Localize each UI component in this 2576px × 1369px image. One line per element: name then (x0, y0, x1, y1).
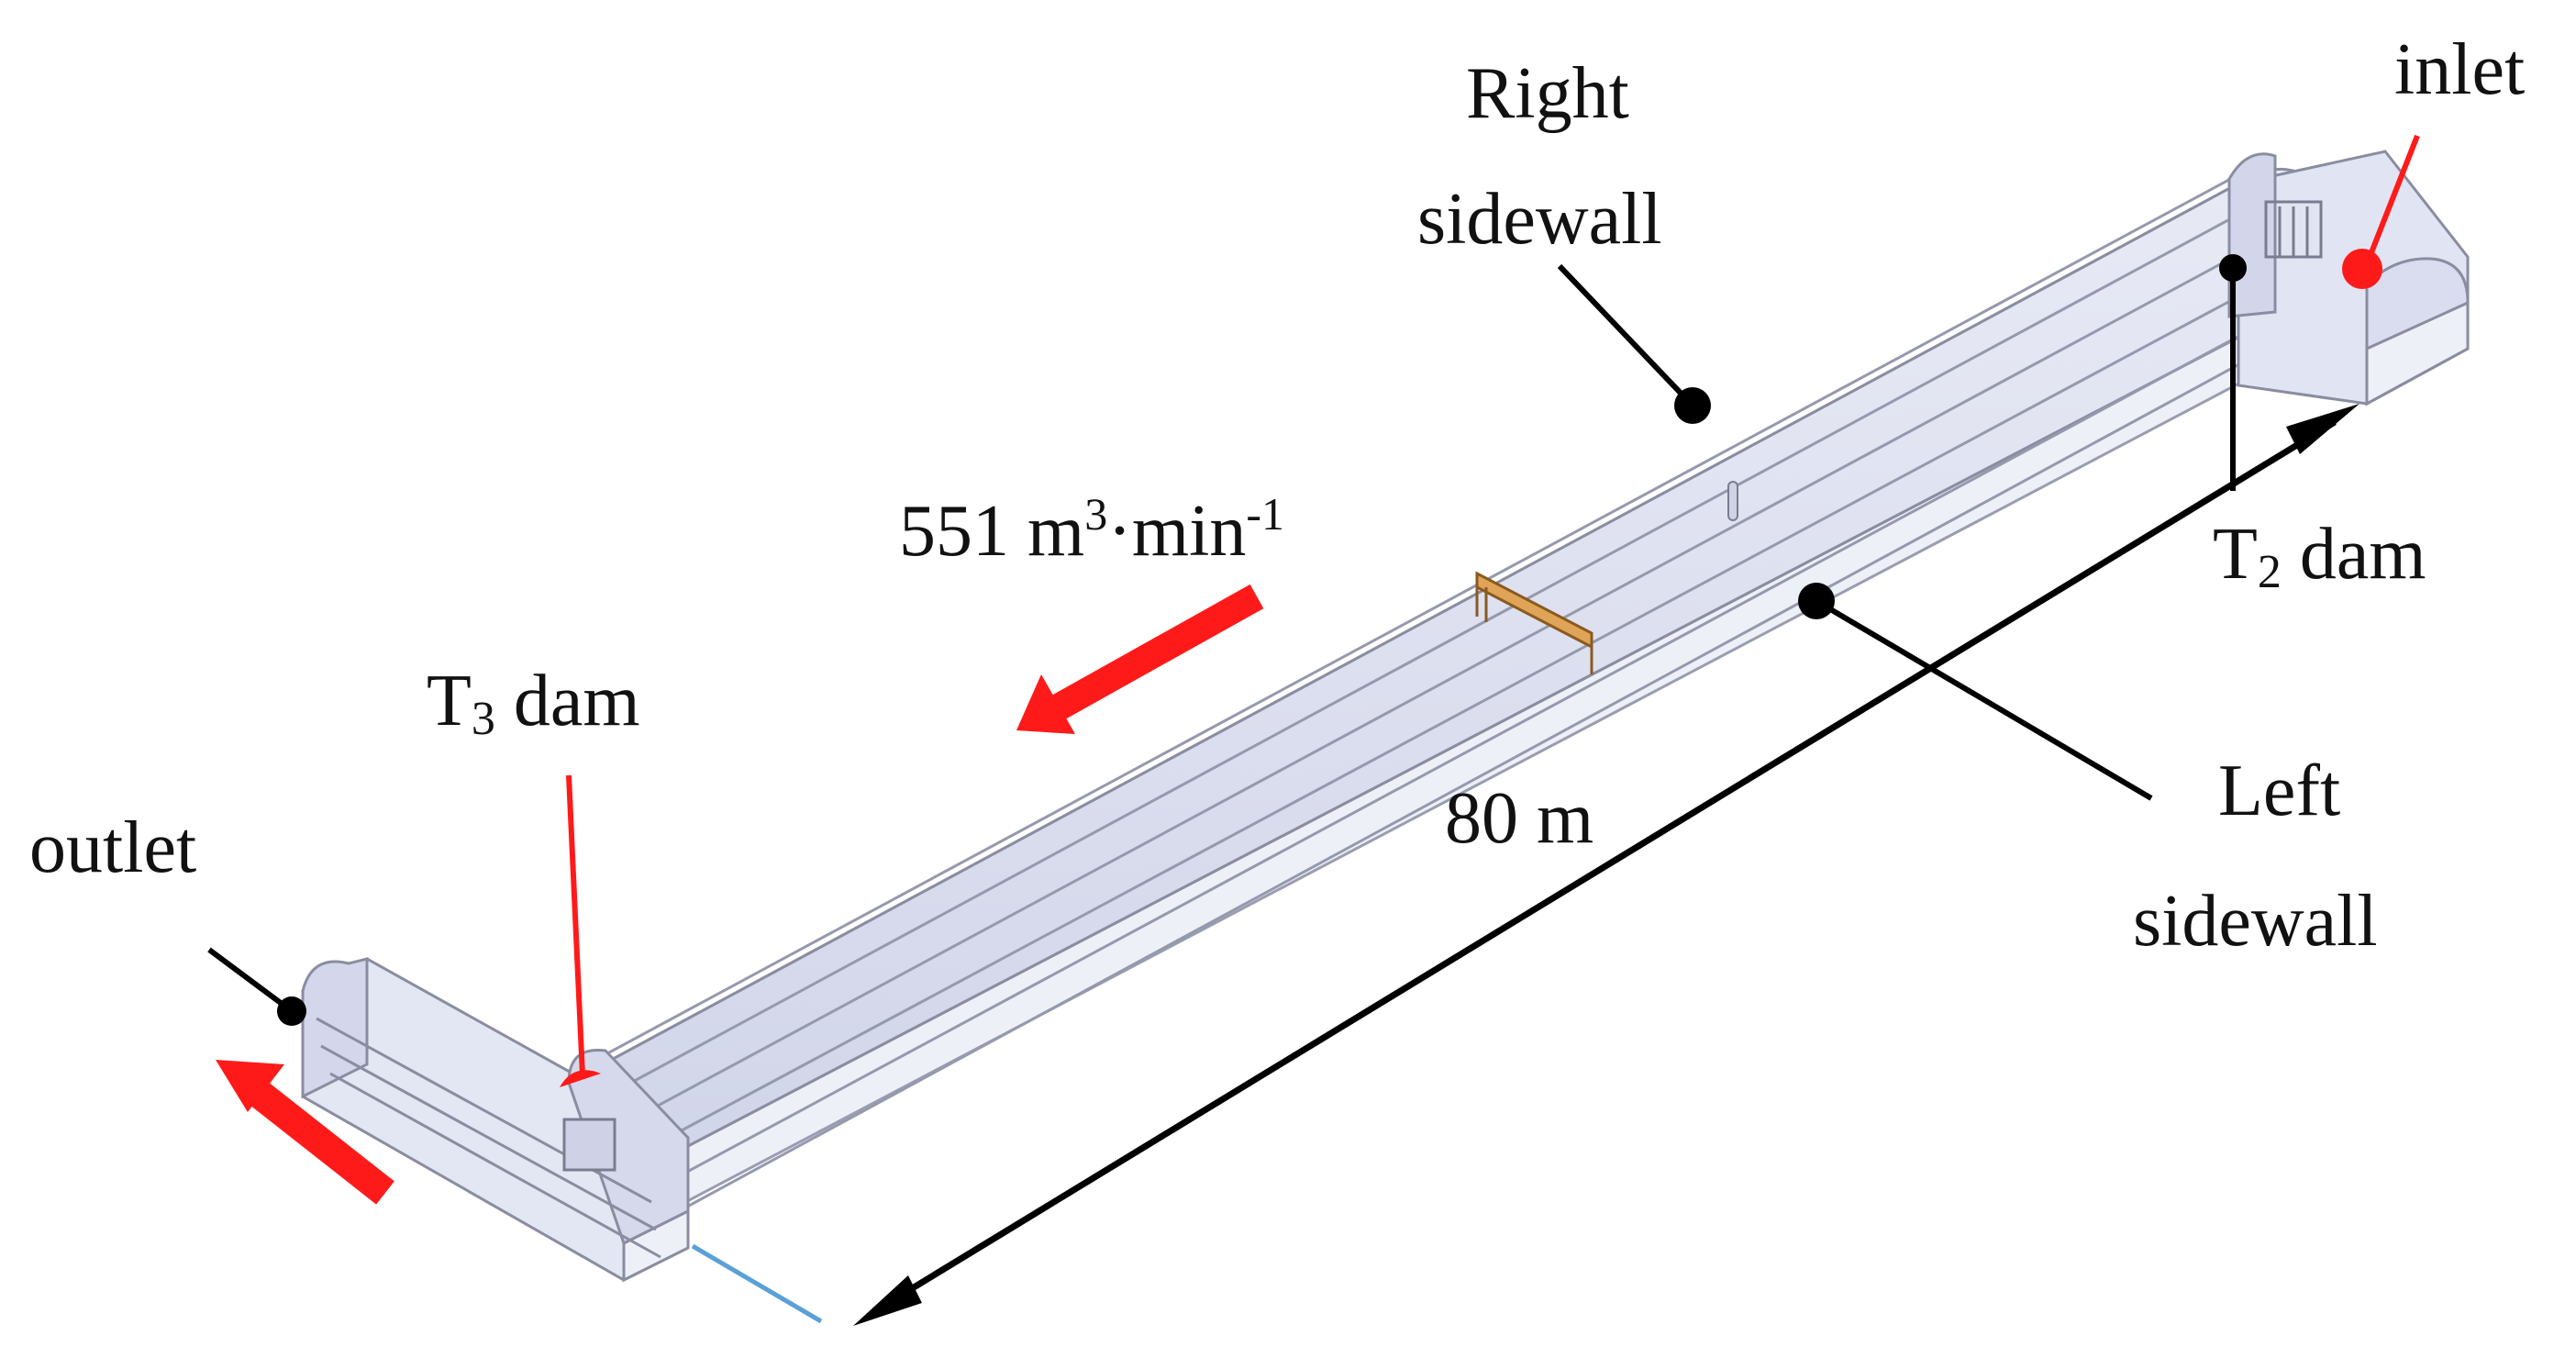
inlet-pointer (2364, 134, 2420, 266)
t2-dam-dot (2219, 254, 2247, 282)
t2-dam-prefix: T (2213, 514, 2258, 595)
axis-line (691, 1243, 823, 1324)
tunnel-roof (567, 167, 2350, 1172)
t2-dam-subscript: 2 (2258, 546, 2282, 598)
right-sidewall-pointer (1557, 263, 1695, 408)
outlet-label: outlet (29, 807, 196, 888)
pointers (207, 263, 2236, 1014)
pointer-dots (277, 254, 2247, 1026)
t3-dam-pointer (566, 774, 585, 1076)
dimension-arrow (691, 404, 2359, 1326)
red-markers (560, 134, 2420, 1087)
dimension-head-right (2286, 404, 2359, 454)
bench (1475, 571, 1593, 674)
t3-dam-subscript: 3 (472, 693, 495, 745)
dimension-head-left (853, 1275, 922, 1326)
length-label: 80 m (1445, 778, 1593, 859)
left-sidewall-dot (1798, 583, 1835, 619)
main-tunnel (566, 167, 2351, 1228)
right-sidewall-dot (1674, 387, 1711, 424)
t2-dam-suffix: dam (2282, 514, 2426, 595)
t3-dam-marker (560, 1070, 601, 1087)
left-sidewall-label-1: Left (2218, 751, 2340, 831)
flow-unit-mid: ·min (1107, 491, 1246, 572)
flow-superscript-1: 3 (1084, 488, 1107, 540)
flow-rate-label: 551 m3·min-1 (899, 488, 1284, 572)
t3-dam-label: T3 dam (427, 661, 640, 745)
right-sidewall-label-1: Right (1466, 53, 1629, 134)
inlet-dot (2342, 249, 2382, 289)
flow-value: 551 m (899, 491, 1084, 572)
outlet-dot (277, 996, 306, 1026)
outlet-arrow (216, 1060, 394, 1205)
inner-marker (1727, 481, 1738, 521)
flow-arrow (1016, 584, 1264, 734)
left-sidewall-pointer (1815, 598, 2153, 801)
tunnel-edge-lines (586, 168, 2345, 1213)
t3-dam-prefix: T (427, 661, 472, 741)
right-sidewall-label-2: sidewall (1417, 179, 1662, 260)
flow-superscript-2: -1 (1246, 488, 1284, 540)
inlet-label: inlet (2394, 29, 2525, 110)
tunnel-floor-face (640, 277, 2350, 1228)
outlet-chamber (301, 957, 690, 1283)
t2-dam-label: T2 dam (2213, 514, 2426, 598)
outlet-pointer (207, 947, 294, 1014)
dimension-line (879, 419, 2337, 1310)
t3-dam-suffix: dam (495, 661, 640, 741)
left-sidewall-label-2: sidewall (2133, 881, 2378, 962)
